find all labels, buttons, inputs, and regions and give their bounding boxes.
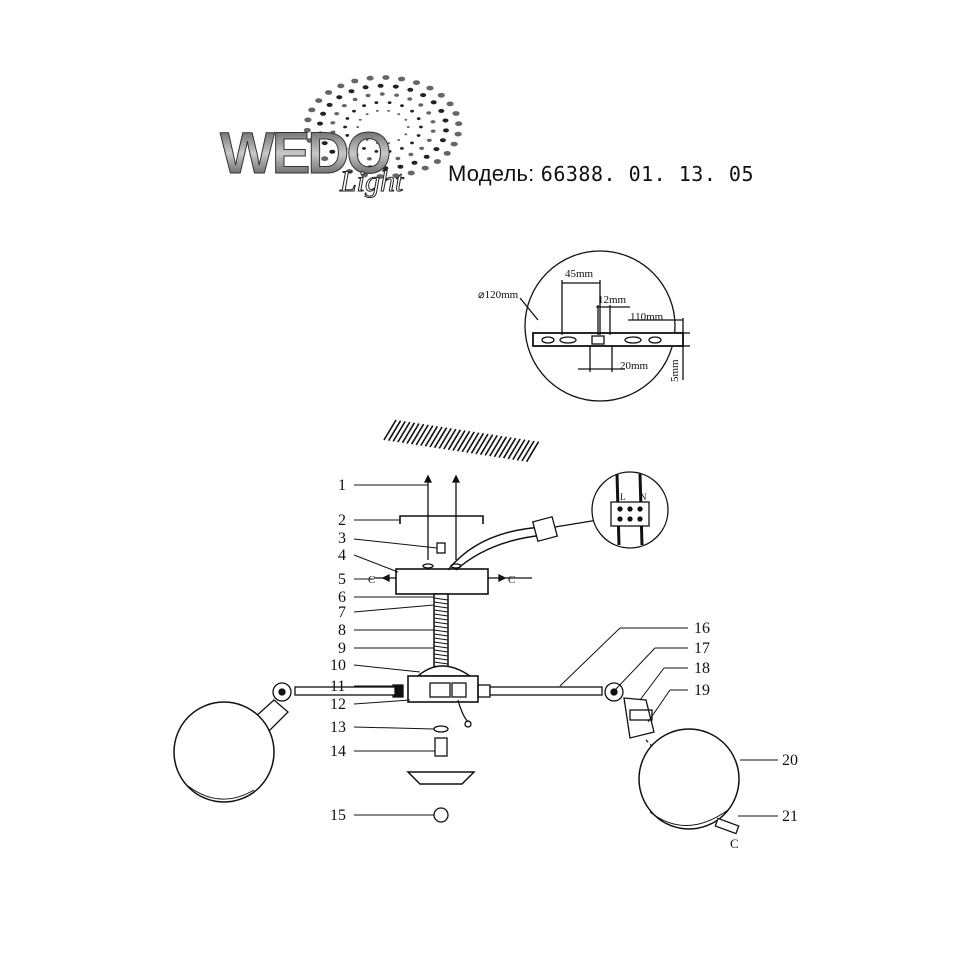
left-lamp [173,682,292,803]
finial-ball [433,807,449,823]
washer [433,725,449,733]
callout-6: 6 [338,589,346,606]
callout-13: 13 [330,719,346,736]
callout-12: 12 [330,696,346,713]
canopy [395,568,489,595]
callout-20: 20 [782,752,798,769]
leader-lines [353,484,778,817]
callout-2: 2 [338,512,346,529]
central-hub [392,665,491,728]
left-arm [294,686,396,696]
bottom-screw [434,737,448,757]
dim-5: 5mm [669,359,681,382]
logo-script: Light [339,165,404,198]
model-heading: Модель: 66388. 01. 13. 05 [448,161,754,187]
central-rod [433,593,449,675]
callout-9: 9 [338,640,346,657]
callout-5: 5 [338,571,346,588]
callout-7: 7 [338,604,346,621]
bottom-cap [406,771,476,785]
dim-diameter: ⌀120mm [478,289,519,301]
callout-17: 17 [694,640,710,657]
model-number: 66388. 01. 13. 05 [540,162,754,186]
logo-dot-swirl [303,75,463,179]
callout-3: 3 [338,530,346,547]
callout-10: 10 [330,657,346,674]
model-label: Модель: [448,161,535,186]
bracket-detail [519,250,690,402]
callout-11: 11 [330,678,345,695]
callout-16: 16 [694,620,710,637]
callout-15: 15 [330,807,346,824]
callout-14: 14 [330,743,346,760]
svg-text:C: C [508,574,515,586]
callout-19: 19 [694,682,710,699]
dim-12: 12mm [598,294,627,306]
svg-text:C: C [730,836,739,851]
callout-18: 18 [694,660,710,677]
callout-1: 1 [338,477,346,494]
canopy-side-screws: C C [368,573,532,586]
ceiling-hatch [383,419,540,463]
callout-4: 4 [338,547,346,564]
supply-cable [447,526,546,571]
logo-wordmark: WEDO [220,121,389,186]
terminal-block [531,515,559,543]
brand-logo: WEDO Light [220,75,463,199]
dim-20: 20mm [620,360,649,372]
dim-45: 45mm [565,268,594,280]
svg-text:C: C [368,574,375,586]
mounting-bracket [399,515,484,524]
callout-21: 21 [782,808,798,825]
callout-8: 8 [338,622,346,639]
wiring-detail [591,471,669,549]
wire-label-l: L [620,492,626,502]
right-arm [489,686,603,696]
dim-110: 110mm [630,311,664,323]
right-lamp: C [604,682,740,851]
wire-label-n: N [640,492,647,502]
ceiling-screws [423,474,461,560]
